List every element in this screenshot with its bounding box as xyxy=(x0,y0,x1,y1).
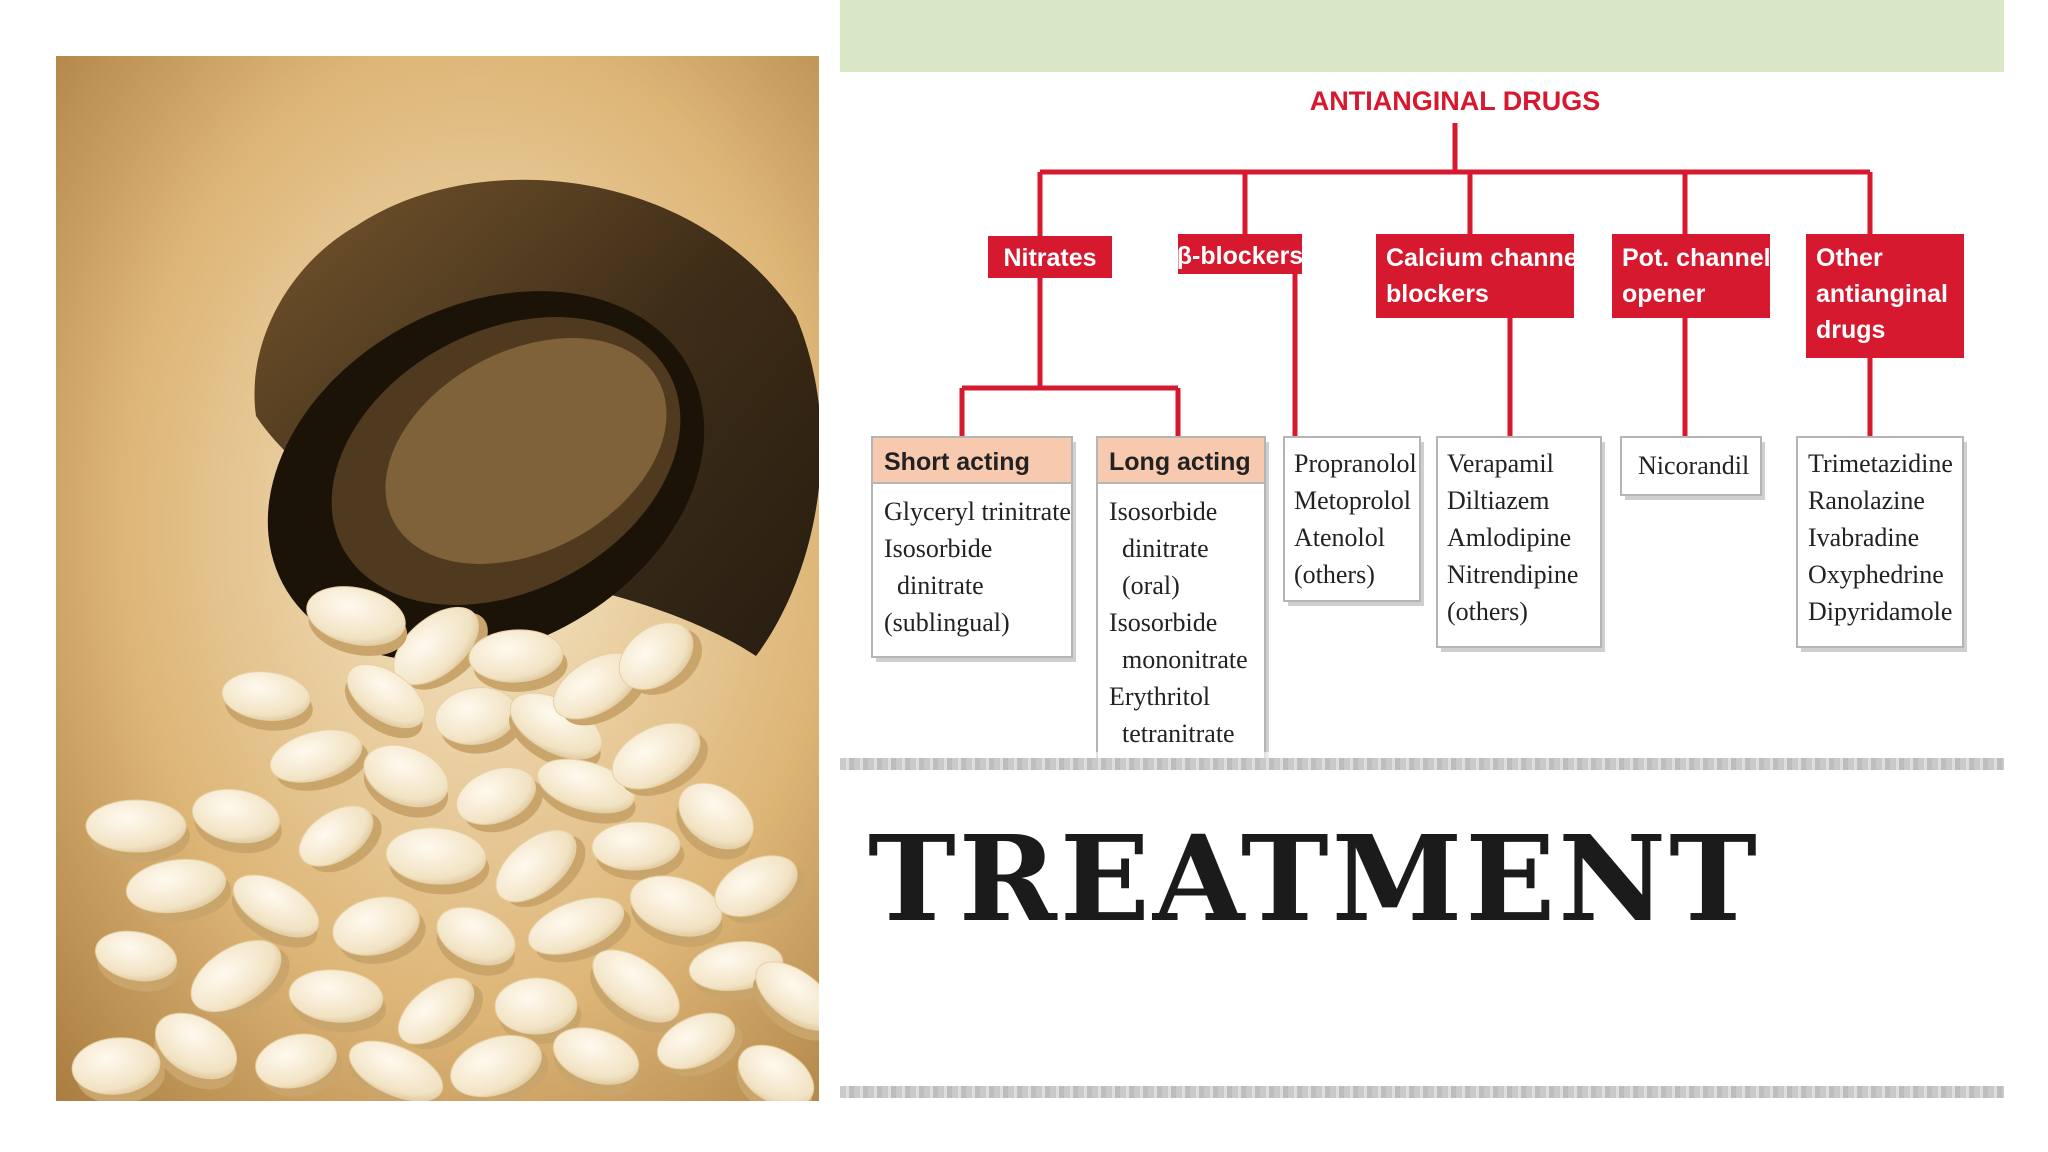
drug-line: Nicorandil xyxy=(1638,451,1749,480)
class-label-line: Calcium channel xyxy=(1386,244,1585,272)
class-label-line: Other xyxy=(1816,244,1883,272)
class-box-calcium-channel-blockers: Calcium channel blockers xyxy=(1376,234,1592,318)
drug-line: (sublingual) xyxy=(884,608,1010,637)
drug-line: (others) xyxy=(1294,560,1375,589)
class-label-line: blockers xyxy=(1386,280,1489,308)
svg-text:Verapamil Diltiazem: Verapamil Diltiazem Amlodipine Nitrendip… xyxy=(1447,449,1585,626)
class-box-other-antianginal-drugs: Other antianginal drugs xyxy=(1806,234,1964,358)
drug-line: Isosorbide xyxy=(884,534,992,563)
drug-line: dinitrate xyxy=(884,571,984,600)
drug-line: Erythritol xyxy=(1109,682,1210,711)
svg-text:Glyceryl trinitrate Isos: Glyceryl trinitrate Isosorbide dinitrate… xyxy=(840,0,1116,637)
drug-line: Diltiazem xyxy=(1447,486,1550,515)
drug-line: (others) xyxy=(1447,597,1528,626)
drug-line: Isosorbide xyxy=(1109,497,1217,526)
drug-line: Amlodipine xyxy=(1447,523,1571,552)
svg-text:Other antianginal: Other antianginal drugs xyxy=(1816,244,1955,344)
class-label-line: β-blockers xyxy=(1177,242,1303,270)
drug-line: Trimetazidine xyxy=(1808,449,1953,478)
pills-group xyxy=(71,586,819,1101)
drug-list-calcium-channel-blockers: Verapamil Diltiazem Amlodipine Nitrendip… xyxy=(1436,436,1605,652)
svg-text:Pot. channel opener: Pot. channel opener xyxy=(1622,244,1778,308)
drug-line: Ivabradine xyxy=(1808,523,1919,552)
drug-line: Glyceryl trinitrate xyxy=(884,497,1071,526)
bottle-shape xyxy=(254,179,819,661)
svg-text:Calcium channel blockers: Calcium channel blockers xyxy=(1386,244,1592,308)
diagram-header-band xyxy=(840,0,2004,72)
subgroup-short-acting: Short acting Glyceryl trinitrate Isosorb… xyxy=(840,0,1116,662)
class-label-line: Pot. channel xyxy=(1622,244,1771,272)
slide-title: TREATMENT xyxy=(868,809,1760,948)
drug-list-other-antianginal: Trimetazidine Ranolazine Ivabradine Oxyp… xyxy=(1796,436,1967,652)
drug-line: Propranolol xyxy=(1294,449,1417,478)
drug-line: Oxyphedrine xyxy=(1808,560,1944,589)
bottom-divider xyxy=(840,1086,2004,1098)
drug-list-beta-blockers: Propranolol Metoprolol Atenolol (others) xyxy=(1283,436,1424,606)
svg-text:Nicorandil: Nicorandil xyxy=(1638,451,1749,480)
drug-line: Dipyridamole xyxy=(1808,597,1952,626)
top-divider xyxy=(840,758,2004,770)
svg-text:β-blockers: β-blockers xyxy=(1177,242,1303,270)
pills-photo xyxy=(56,56,819,1101)
drug-line: mononitrate xyxy=(1109,645,1248,674)
class-label-line: Nitrates xyxy=(1003,244,1096,272)
class-box-beta-blockers: β-blockers xyxy=(1177,234,1303,274)
svg-text:Isosorbide dinitrate: Isosorbide dinitrate (oral) Isosorbide m… xyxy=(840,0,1293,748)
drug-line: Atenolol xyxy=(1294,523,1385,552)
drug-line: Verapamil xyxy=(1447,449,1554,478)
antianginal-drugs-diagram: ANTIANGINAL DRUGS Nitrates β-blockers Ca… xyxy=(840,0,2004,770)
class-label-line: drugs xyxy=(1816,316,1885,344)
class-box-pot-channel-opener: Pot. channel opener xyxy=(1612,234,1778,318)
class-box-nitrates: Nitrates xyxy=(988,236,1112,278)
svg-text:Trimetazidine Ranolazine: Trimetazidine Ranolazine Ivabradine Oxyp… xyxy=(1808,449,1959,626)
drug-line: dinitrate xyxy=(1109,534,1209,563)
drug-line: Ranolazine xyxy=(1808,486,1925,515)
diagram-root-label: ANTIANGINAL DRUGS xyxy=(1310,86,1601,116)
svg-text:Nitrates: Nitrates xyxy=(1003,244,1096,272)
class-label-line: antianginal xyxy=(1816,280,1948,308)
subgroup-label: Short acting xyxy=(884,448,1030,476)
drug-list-pot-channel-opener: Nicorandil xyxy=(1620,436,1765,500)
drug-line: tetranitrate xyxy=(1109,719,1235,748)
svg-text:Propranolol Metoprolol: Propranolol Metoprolol Atenolol (others) xyxy=(1294,449,1423,589)
subgroup-long-acting: Long acting Isosorbide dinitrate (oral) … xyxy=(840,0,1293,770)
drug-line: Nitrendipine xyxy=(1447,560,1578,589)
diagram-connectors xyxy=(959,123,1873,437)
drug-line: (oral) xyxy=(1109,571,1180,600)
subgroup-label: Long acting xyxy=(1109,448,1251,476)
drug-line: Metoprolol xyxy=(1294,486,1411,515)
class-label-line: opener xyxy=(1622,280,1706,308)
drug-line: Isosorbide xyxy=(1109,608,1217,637)
